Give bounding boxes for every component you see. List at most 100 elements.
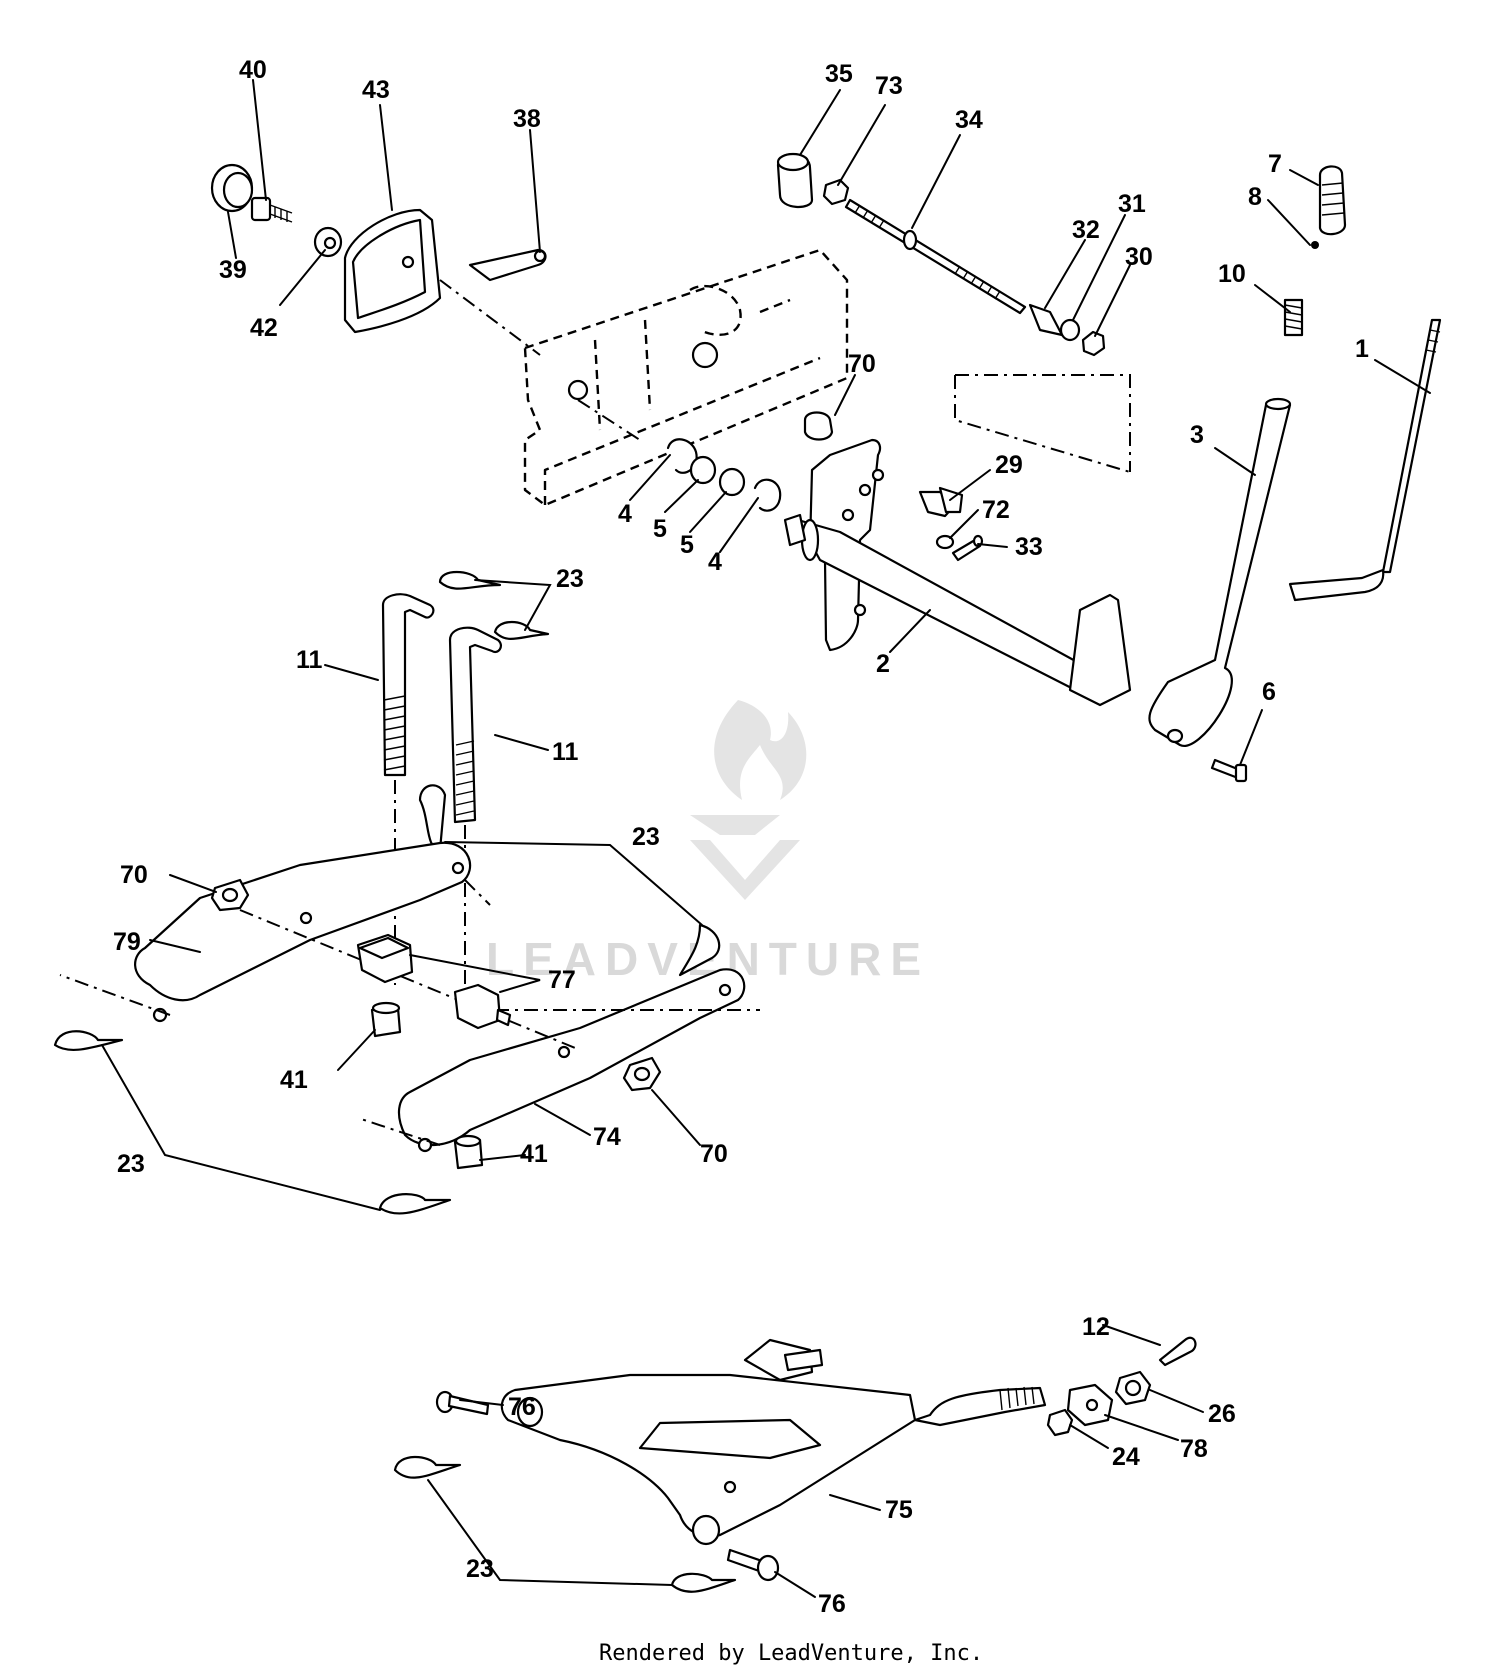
callout-23-a: 23 — [556, 565, 584, 593]
callout-70-right: 70 — [700, 1140, 728, 1168]
callout-76-a: 76 — [508, 1393, 536, 1421]
part-77-trunnion-a — [356, 933, 414, 984]
callout-43: 43 — [362, 76, 390, 104]
callout-77: 77 — [548, 966, 576, 994]
part-76-pin-b — [726, 1548, 780, 1582]
part-29-bolt — [918, 486, 964, 518]
part-34-rod — [844, 198, 1027, 315]
part-31-washer — [1059, 318, 1081, 342]
part-23-hairpin-e — [53, 1030, 124, 1052]
callout-4-b: 4 — [708, 548, 722, 576]
callout-30: 30 — [1125, 243, 1153, 271]
part-5-washer-b — [718, 467, 746, 497]
part-72-washer — [935, 534, 955, 550]
part-23-hairpin-f — [378, 1193, 452, 1215]
part-76-pin-a — [435, 1390, 490, 1416]
part-23-hairpin-b — [493, 620, 550, 640]
part-23-hairpin-d — [678, 923, 721, 977]
part-11-link-a — [381, 593, 435, 777]
callout-32: 32 — [1072, 216, 1100, 244]
callout-23-d: 23 — [466, 1555, 494, 1583]
callout-10: 10 — [1218, 260, 1246, 288]
part-40-bolt — [250, 196, 293, 223]
callout-11-b: 11 — [552, 738, 579, 766]
callout-34: 34 — [955, 106, 983, 134]
part-38-clip — [468, 248, 547, 282]
part-41-nut-a — [370, 1001, 402, 1038]
part-70-nut-upper — [803, 411, 834, 441]
part-73-nut — [822, 178, 850, 206]
callout-39: 39 — [219, 256, 247, 284]
callout-31: 31 — [1118, 190, 1146, 218]
part-39-ring — [210, 163, 254, 213]
part-75-hanger-bracket — [500, 1338, 1047, 1546]
callout-70-upper: 70 — [848, 350, 876, 378]
callout-35: 35 — [825, 60, 853, 88]
callout-26: 26 — [1208, 1400, 1236, 1428]
callout-29: 29 — [995, 451, 1023, 479]
callout-40: 40 — [239, 56, 267, 84]
part-12-pin — [1158, 1336, 1197, 1367]
callout-11-a: 11 — [296, 646, 323, 674]
callout-38: 38 — [513, 105, 541, 133]
callout-6: 6 — [1262, 678, 1276, 706]
callout-5-a: 5 — [653, 515, 667, 543]
part-42-washer — [313, 226, 343, 258]
callout-73: 73 — [875, 72, 903, 100]
callout-12: 12 — [1082, 1313, 1110, 1341]
callout-5-b: 5 — [680, 531, 694, 559]
part-3-handle — [1148, 397, 1292, 747]
callout-1: 1 — [1355, 335, 1369, 363]
part-7-grip — [1318, 165, 1347, 236]
part-2-lift-shaft — [783, 438, 1132, 707]
callout-labels: 40 43 38 39 42 35 73 34 32 31 30 7 8 10 … — [113, 56, 1369, 1618]
footer-credit: Rendered by LeadVenture, Inc. — [599, 1641, 983, 1666]
leader-lines — [101, 79, 1431, 1598]
callout-3: 3 — [1190, 421, 1204, 449]
part-4-retaining-ring-a — [666, 438, 698, 474]
callout-23-c: 23 — [117, 1150, 145, 1178]
part-70-nut-right — [622, 1056, 662, 1092]
callout-41-b: 41 — [520, 1140, 548, 1168]
part-78-clevis — [1066, 1383, 1114, 1427]
part-77-trunnion-b — [453, 983, 512, 1030]
part-41-nut-b — [453, 1134, 484, 1170]
callout-7: 7 — [1268, 150, 1282, 178]
part-70-nut-left — [210, 878, 250, 912]
frame-phantom — [523, 248, 849, 507]
callout-75: 75 — [885, 1496, 913, 1524]
callout-79: 79 — [113, 928, 141, 956]
part-43-bracket — [343, 208, 442, 334]
callout-24: 24 — [1112, 1443, 1140, 1471]
part-33-bolt — [951, 534, 984, 562]
part-79-lift-link — [134, 841, 472, 1023]
part-10-spring — [1283, 298, 1304, 337]
callout-42: 42 — [250, 314, 278, 342]
callout-4-a: 4 — [618, 500, 632, 528]
part-26-nut — [1114, 1370, 1152, 1406]
part-24-nut — [1046, 1408, 1074, 1437]
part-35-knob — [776, 152, 814, 208]
callout-23-b: 23 — [632, 823, 660, 851]
callout-74: 74 — [593, 1123, 621, 1151]
part-32-sleeve — [1028, 303, 1064, 337]
callout-76-b: 76 — [818, 1590, 846, 1618]
part-23-hairpin-g — [393, 1455, 462, 1479]
callout-33: 33 — [1015, 533, 1043, 561]
callout-8: 8 — [1248, 183, 1262, 211]
callout-72: 72 — [982, 496, 1010, 524]
part-23-hairpin-a — [438, 570, 502, 590]
callout-41-a: 41 — [280, 1066, 308, 1094]
part-5-washer-a — [689, 455, 717, 485]
part-1-rod — [1288, 318, 1442, 602]
part-8-ball — [1311, 241, 1319, 249]
callout-70-left: 70 — [120, 861, 148, 889]
part-11-link-b — [448, 626, 502, 824]
part-23-hairpin-c — [418, 784, 447, 852]
part-23-hairpin-h — [670, 1572, 737, 1593]
part-4-retaining-ring-b — [753, 478, 782, 512]
part-30-nut — [1081, 330, 1106, 357]
callout-78: 78 — [1180, 1435, 1208, 1463]
part-74-lift-link — [397, 968, 746, 1153]
